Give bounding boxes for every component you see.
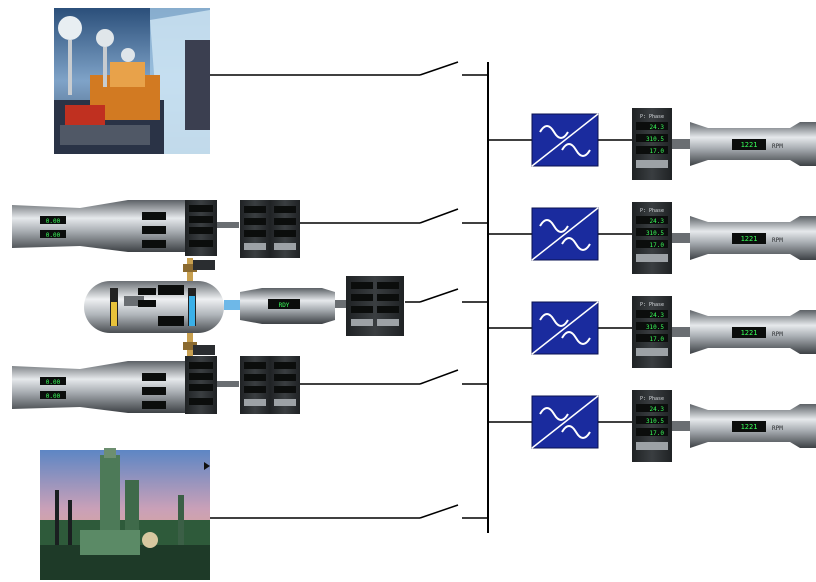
motor-2-display: 1221 (741, 235, 758, 243)
gt1-display-2: 0.00 (46, 232, 61, 239)
meter-2-header: P: Phase (640, 208, 664, 214)
drive-1: P: Phase 24.3 310.5 17.0 1221 RPM (531, 108, 816, 180)
meter-3-header: P: Phase (640, 302, 664, 308)
motor-4-unit: RPM (772, 425, 783, 432)
meter-2-value-2: 310.5 (646, 230, 664, 237)
steam-pipes (183, 258, 215, 359)
refinery-plant-image (40, 448, 210, 580)
meter-1-value-3: 17.0 (650, 148, 665, 155)
motor-1-display: 1221 (741, 141, 758, 149)
feeder-hydro (210, 61, 488, 76)
feeder-steam-turbine (405, 288, 488, 303)
drive-3: P: Phase 24.3 310.5 17.0 1221 RPM (531, 296, 816, 368)
steam-turbine-display: RDY (279, 302, 290, 309)
meter-2-value-1: 24.3 (650, 218, 665, 225)
meter-1-value-1: 24.3 (650, 124, 665, 131)
gas-turbine-generator-2: 0.00 0.00 (12, 356, 300, 414)
motor-1-unit: RPM (772, 143, 783, 150)
meter-3-value-3: 17.0 (650, 336, 665, 343)
gt2-display-2: 0.00 (46, 393, 61, 400)
meter-4-header: P: Phase (640, 396, 664, 402)
meter-3-value-1: 24.3 (650, 312, 665, 319)
meter-4-value-3: 17.0 (650, 430, 665, 437)
gt1-display-1: 0.00 (46, 218, 61, 225)
meter-4-value-1: 24.3 (650, 406, 665, 413)
motor-4-display: 1221 (741, 423, 758, 431)
steam-turbine-generator: RDY (240, 276, 404, 336)
gt2-display-1: 0.00 (46, 379, 61, 386)
motor-3-unit: RPM (772, 331, 783, 338)
meter-2-value-3: 17.0 (650, 242, 665, 249)
feeder-gas-turbine-2 (300, 369, 488, 385)
meter-3-value-2: 310.5 (646, 324, 664, 331)
meter-4-value-2: 310.5 (646, 418, 664, 425)
drive-branch-lines (488, 139, 632, 423)
drive-4: P: Phase 24.3 310.5 17.0 1221 RPM (531, 390, 816, 462)
motor-3-display: 1221 (741, 329, 758, 337)
feeder-gas-turbine-1 (300, 208, 488, 224)
motor-2-unit: RPM (772, 237, 783, 244)
meter-1-header: P: Phase (640, 114, 664, 120)
meter-1-value-2: 310.5 (646, 136, 664, 143)
heat-recovery-boiler (84, 281, 240, 333)
hydro-plant-image (54, 8, 210, 154)
gas-turbine-generator-1: 0.00 0.00 (12, 200, 300, 258)
drive-2: P: Phase 24.3 310.5 17.0 1221 RPM (531, 202, 816, 274)
feeder-refinery (210, 504, 488, 519)
